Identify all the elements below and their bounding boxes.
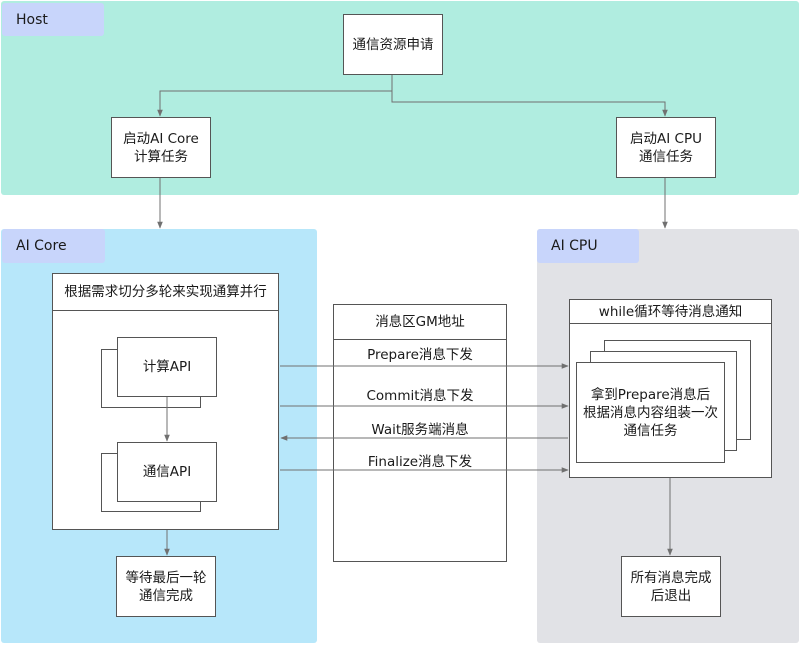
comm-resource-request-box: 通信资源申请 (343, 14, 443, 75)
split-title-divider (52, 310, 279, 311)
all-messages-done-box: 所有消息完成 后退出 (621, 556, 721, 617)
ai-core-region-label: AI Core (2, 229, 105, 263)
assemble-comm-task-text: 拿到Prepare消息后 根据消息内容组装一次 通信任务 (583, 386, 718, 439)
gm-title: 消息区GM地址 (375, 314, 465, 330)
compute-api-text: 计算API (142, 359, 192, 375)
compute-api-box: 计算API (117, 337, 217, 397)
comm-api-box: 通信API (117, 442, 217, 502)
start-ai-cpu-box: 启动AI CPU 通信任务 (616, 117, 716, 178)
commit-message-label: Commit消息下发 (366, 388, 474, 404)
start-ai-core-text: 启动AI Core 计算任务 (123, 130, 199, 165)
host-region-label: Host (2, 3, 104, 36)
gm-message-area (333, 304, 507, 562)
prepare-message-label: Prepare消息下发 (367, 347, 473, 363)
start-ai-core-box: 启动AI Core 计算任务 (111, 117, 211, 178)
comm-resource-request-text: 通信资源申请 (352, 36, 434, 53)
ai-cpu-region-label: AI CPU (537, 229, 639, 263)
while-loop-divider (569, 323, 772, 324)
wait-last-round-text: 等待最后一轮 通信完成 (125, 569, 207, 604)
comm-api-text: 通信API (142, 464, 192, 480)
finalize-message-label: Finalize消息下发 (367, 454, 473, 470)
gm-title-divider (333, 339, 507, 340)
all-messages-done-text: 所有消息完成 后退出 (630, 569, 712, 604)
wait-message-label: Wait服务端消息 (371, 422, 469, 438)
assemble-comm-task-box: 拿到Prepare消息后 根据消息内容组装一次 通信任务 (576, 362, 725, 463)
request-to-ai-cpu-arrow (391, 91, 668, 117)
wait-last-round-box: 等待最后一轮 通信完成 (116, 556, 216, 617)
while-loop-title: while循环等待消息通知 (598, 304, 743, 320)
split-title: 根据需求切分多轮来实现通算并行 (64, 284, 267, 300)
request-to-ai-core-arrow (157, 75, 393, 117)
start-ai-cpu-text: 启动AI CPU 通信任务 (630, 130, 702, 165)
